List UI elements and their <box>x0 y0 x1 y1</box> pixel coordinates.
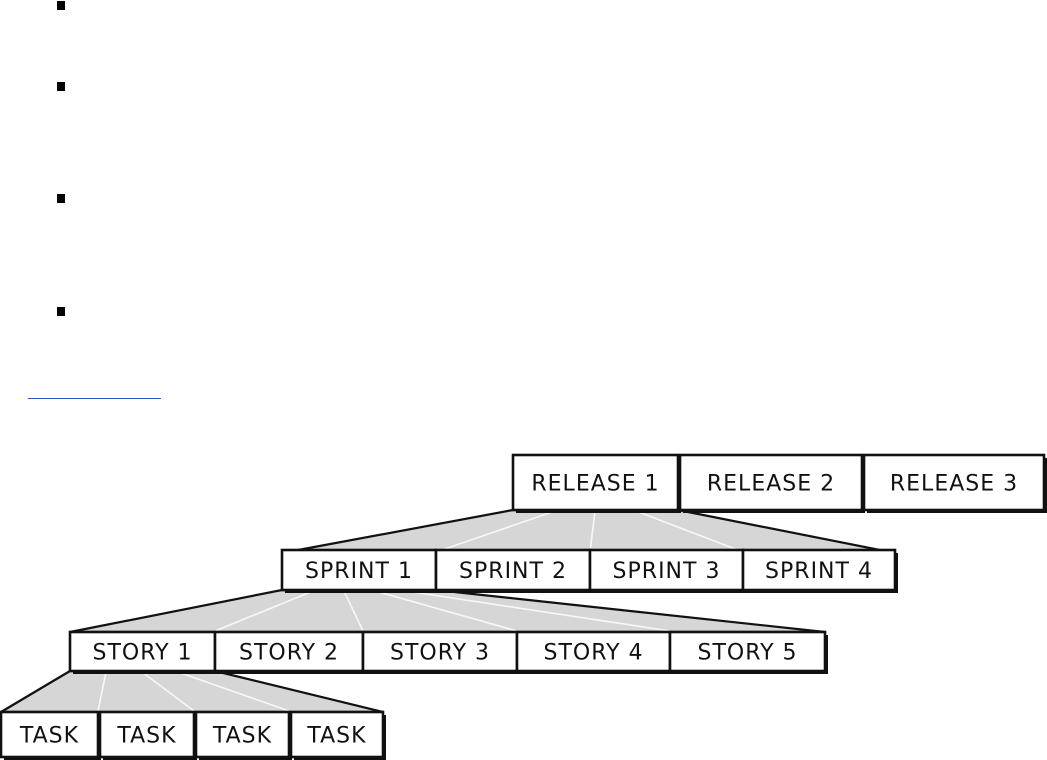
sprint-box-frame <box>588 548 745 592</box>
task-box-frame <box>98 710 196 759</box>
story-box-label: STORY 5 <box>697 641 797 666</box>
release-box-1: RELEASE 1 <box>511 453 681 513</box>
sprint-box-1: SPRINT 1 <box>280 548 439 593</box>
story-box-label: STORY 3 <box>390 641 490 666</box>
release-box-frame <box>511 453 680 512</box>
sprint-box-4: SPRINT 4 <box>741 548 898 593</box>
story-box-frame <box>68 630 217 673</box>
sprint-row: SPRINT 1 SPRINT 2 SPRINT 3 SPRINT 4 <box>280 548 898 593</box>
task-box-4: TASK <box>289 710 386 760</box>
release-box-label: RELEASE 3 <box>890 472 1018 497</box>
task-box-2: TASK <box>98 710 197 760</box>
task-box-label: TASK <box>212 724 272 749</box>
release-box-3: RELEASE 3 <box>862 453 1047 513</box>
story-row: STORY 1 STORY 2 STORY 3 STORY 4 STORY 5 <box>68 630 828 674</box>
task-box-label: TASK <box>306 724 366 749</box>
sprint-box-3: SPRINT 3 <box>588 548 746 593</box>
funnel-release-to-sprints <box>280 508 897 555</box>
story-box-label: STORY 4 <box>543 641 643 666</box>
task-box-3: TASK <box>194 710 292 760</box>
task-box-frame <box>0 710 100 759</box>
story-box-label: STORY 1 <box>92 641 192 666</box>
story-box-frame <box>213 630 365 673</box>
bullet-marker-2 <box>57 82 65 91</box>
funnel-sprint-to-stories <box>68 588 827 634</box>
task-box-frame <box>289 710 385 759</box>
sprint-box-label: SPRINT 2 <box>459 559 567 584</box>
sprint-box-label: SPRINT 4 <box>765 559 873 584</box>
release-box-frame <box>862 453 1046 512</box>
story-box-frame <box>668 630 827 673</box>
task-row: TASK TASK TASK TASK <box>0 710 386 760</box>
release-row: RELEASE 1 RELEASE 2 RELEASE 3 <box>511 453 1047 513</box>
story-box-1: STORY 1 <box>68 630 218 674</box>
release-box-2: RELEASE 2 <box>678 453 865 513</box>
sprint-box-2: SPRINT 2 <box>434 548 593 593</box>
sprint-box-label: SPRINT 1 <box>305 559 413 584</box>
bullet-marker-4 <box>57 307 65 316</box>
story-box-4: STORY 4 <box>515 630 673 674</box>
funnel-story-to-tasks <box>0 669 385 714</box>
story-box-label: STORY 2 <box>239 641 339 666</box>
release-box-frame <box>678 453 864 512</box>
story-box-5: STORY 5 <box>668 630 828 674</box>
release-box-label: RELEASE 2 <box>707 472 835 497</box>
story-box-2: STORY 2 <box>213 630 366 674</box>
bullet-marker-3 <box>57 194 65 203</box>
sprint-box-label: SPRINT 3 <box>613 559 721 584</box>
task-box-frame <box>194 710 291 759</box>
release-box-label: RELEASE 1 <box>531 472 659 497</box>
task-box-label: TASK <box>19 724 79 749</box>
link-underline[interactable] <box>28 398 161 399</box>
story-box-3: STORY 3 <box>361 630 520 674</box>
task-box-1: TASK <box>0 710 101 760</box>
bullet-marker-1 <box>57 1 65 10</box>
task-box-label: TASK <box>116 724 176 749</box>
sprint-box-frame <box>741 548 897 592</box>
